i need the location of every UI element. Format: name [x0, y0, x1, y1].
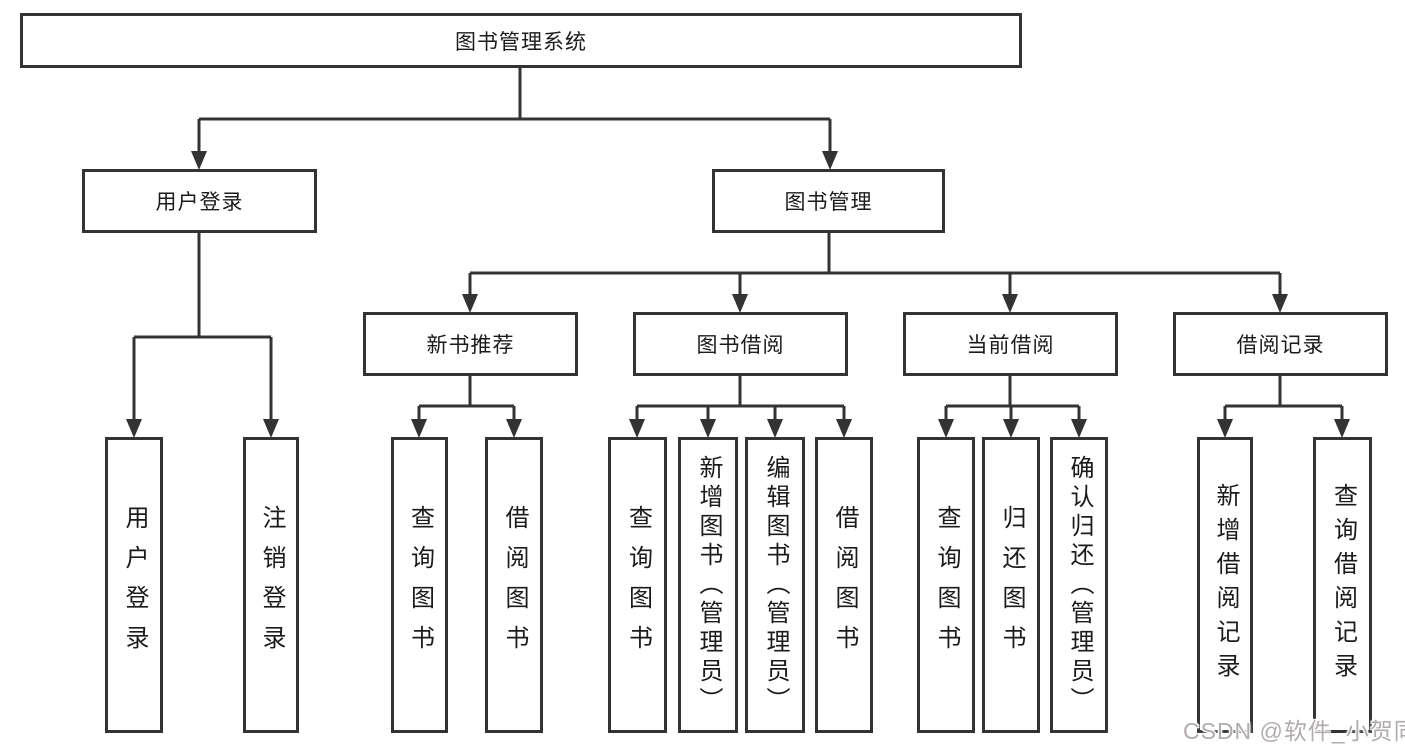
- node-label: 编辑图书（管理员）: [762, 454, 789, 716]
- arrowheads-book-borrowing-children: [629, 419, 852, 438]
- leaf-return-books: 归还图书: [982, 437, 1040, 733]
- connector-current-borrowing-children: [944, 376, 1081, 421]
- node-new-book-recommend: 新书推荐: [363, 312, 578, 376]
- leaf-confirm-return-admin: 确认归还（管理员）: [1050, 437, 1108, 733]
- node-label: 确认归还（管理员）: [1066, 454, 1093, 716]
- node-label: 新增借阅记录: [1212, 483, 1239, 687]
- node-label: 注销登录: [258, 505, 285, 665]
- leaf-edit-books-admin: 编辑图书（管理员）: [745, 437, 805, 733]
- leaf-borrow-books-borrowing: 借阅图书: [815, 437, 873, 733]
- leaf-add-books-admin: 新增图书（管理员）: [678, 437, 738, 733]
- connector-book-borrowing-children: [635, 376, 846, 421]
- arrowheads-level3: [462, 294, 1288, 313]
- node-label: 用户登录: [155, 191, 244, 214]
- node-current-borrowing: 当前借阅: [903, 312, 1118, 376]
- node-label: 图书管理系统: [455, 30, 587, 54]
- node-label: 借阅图书: [831, 505, 858, 665]
- node-label: 借阅记录: [1236, 334, 1325, 357]
- leaf-query-books-current: 查询图书: [917, 437, 975, 733]
- node-label: 借阅图书: [501, 505, 528, 665]
- connector-new-book-children: [417, 376, 516, 421]
- node-label: 查询借阅记录: [1329, 483, 1357, 687]
- node-library-management-system: 图书管理系统: [20, 13, 1022, 68]
- leaf-borrow-books-new-book: 借阅图书: [485, 437, 543, 733]
- leaf-logout-login: 注销登录: [243, 437, 299, 733]
- node-label: 图书管理: [784, 191, 873, 214]
- node-label: 查询图书: [406, 505, 434, 665]
- node-label: 新增图书（管理员）: [695, 454, 722, 716]
- node-label: 归还图书: [998, 505, 1025, 665]
- leaf-user-login: 用户登录: [105, 437, 163, 733]
- node-borrowing-records: 借阅记录: [1173, 312, 1388, 376]
- connector-root-to-level2: [197, 68, 832, 153]
- arrowheads-level2: [191, 151, 838, 170]
- arrowheads-borrowing-records-children: [1217, 419, 1350, 438]
- node-label: 图书借阅: [696, 334, 785, 357]
- csdn-watermark: CSDN @软件_小贺同学: [1183, 718, 1405, 744]
- node-label: 当前借阅: [966, 334, 1055, 357]
- node-label: 用户登录: [121, 505, 148, 665]
- connector-borrowing-records-children: [1223, 376, 1344, 421]
- node-user-login: 用户登录: [82, 169, 317, 233]
- node-book-borrowing: 图书借阅: [633, 312, 848, 376]
- node-label: 查询图书: [624, 505, 652, 665]
- arrowheads-current-borrowing-children: [938, 419, 1087, 438]
- connector-user-login-children: [132, 233, 273, 421]
- arrowheads-user-login-children: [126, 419, 279, 438]
- connector-book-management-to-level3: [468, 233, 1282, 296]
- leaf-query-books-borrowing: 查询图书: [608, 437, 667, 733]
- node-label: 新书推荐: [426, 334, 515, 357]
- arrowheads-new-book-children: [411, 419, 522, 438]
- leaf-add-borrow-record: 新增借阅记录: [1197, 437, 1253, 733]
- node-book-management: 图书管理: [712, 169, 945, 233]
- leaf-query-books-new-book: 查询图书: [391, 437, 448, 733]
- leaf-query-borrow-record: 查询借阅记录: [1313, 437, 1372, 733]
- node-label: 查询图书: [933, 505, 960, 665]
